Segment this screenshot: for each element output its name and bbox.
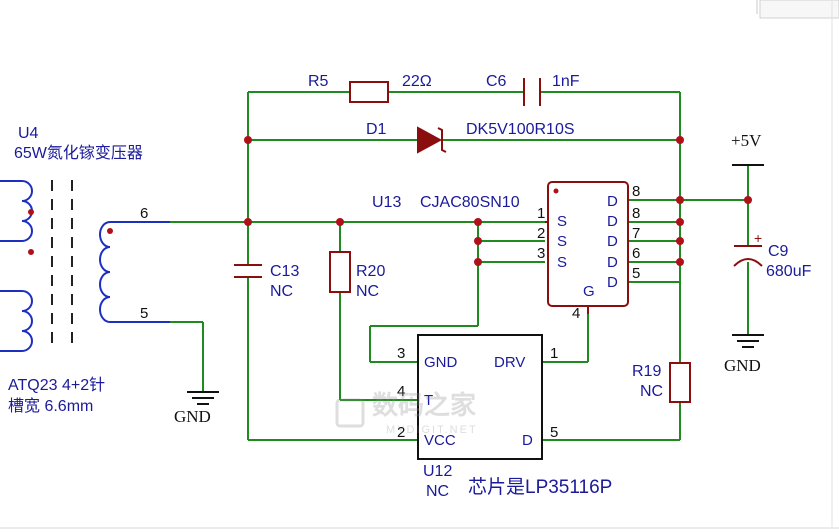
u12-pin-gnd-name: GND [424, 354, 458, 371]
u13-pin-8b-name: D [607, 213, 618, 230]
watermark: 数码之家 MYDIGIT.NET [335, 390, 478, 436]
u13-pin-8a-num: 8 [632, 183, 640, 200]
u13-pin-1-name: S [557, 213, 567, 230]
u12-pin-4-num: 4 [397, 383, 405, 400]
u13-gate-name: G [583, 283, 595, 300]
controller-u12: GND 3 T 4 VCC 2 DRV 1 D 5 U12 NC [397, 334, 558, 500]
u13-pin-6-name: D [607, 254, 618, 271]
c13-value: NC [270, 283, 293, 300]
mosfet-u13: U13 CJAC80SN10 1 S 2 S 3 S D 8 D 8 D 7 D… [372, 181, 640, 322]
u12-pin-drv-name: DRV [494, 354, 525, 371]
transformer-u4: U4 65W氮化镓变压器 ATQ23 4+2针 槽宽 6.6mm 6 5 [0, 125, 170, 415]
u4-package: ATQ23 4+2针 [8, 376, 105, 394]
capacitor-c13: C13 NC [234, 263, 299, 300]
resistor-r19: R19 NC [632, 362, 691, 403]
u13-pin-6-num: 6 [632, 245, 640, 262]
transformer-secondary-winding [99, 221, 170, 323]
supply-5v: +5V [731, 131, 764, 166]
resistor-r20: R20 NC [329, 251, 385, 300]
d1-value: DK5V100R10S [466, 121, 575, 138]
capacitor-c6: C6 1nF [486, 73, 580, 106]
r5-ref: R5 [308, 73, 329, 90]
u13-pin-8b-num: 8 [632, 205, 640, 222]
u12-pin-1-num: 1 [550, 345, 558, 362]
u4-pin-5: 5 [140, 305, 148, 322]
diode-d1: D1 DK5V100R10S [366, 121, 575, 154]
u4-slot-width: 槽宽 6.6mm [8, 397, 93, 415]
chip-note: 芯片是LP35116P [468, 476, 612, 498]
u13-pin-7-num: 7 [632, 225, 640, 242]
u13-pin-2-num: 2 [537, 225, 545, 242]
u12-pin-t-name: T [424, 392, 433, 409]
u13-pin-1-num: 1 [537, 205, 545, 222]
c6-value: 1nF [552, 73, 580, 90]
u12-value: NC [426, 483, 449, 500]
c9-value: 680uF [766, 263, 812, 280]
gnd-label-left: GND [174, 407, 211, 426]
capacitor-c9: + C9 680uF [733, 230, 812, 280]
c9-polarity: + [754, 230, 762, 246]
u13-pin-3-name: S [557, 254, 567, 271]
u4-ref: U4 [18, 125, 39, 142]
u12-pin-5-num: 5 [550, 424, 558, 441]
watermark-en: MYDIGIT.NET [386, 424, 478, 436]
transformer-primary-winding [0, 180, 34, 352]
r19-value: NC [640, 383, 663, 400]
u13-ref: U13 [372, 194, 401, 211]
ground-left: GND [174, 391, 219, 426]
supply-label: +5V [731, 131, 762, 150]
d1-ref: D1 [366, 121, 387, 138]
u13-gate-num: 4 [572, 305, 580, 322]
u4-desc: 65W氮化镓变压器 [14, 144, 143, 162]
r5-value: 22Ω [402, 73, 432, 90]
u13-pin-8a-name: D [607, 193, 618, 210]
u12-pin-2-num: 2 [397, 424, 405, 441]
u13-pin-5-num: 5 [632, 265, 640, 282]
c6-ref: C6 [486, 73, 507, 90]
c9-ref: C9 [768, 243, 789, 260]
u13-part: CJAC80SN10 [420, 194, 520, 211]
c13-ref: C13 [270, 263, 299, 280]
u12-ref: U12 [423, 463, 452, 480]
junctions [244, 136, 752, 266]
ground-right: GND [724, 334, 764, 375]
r19-ref: R19 [632, 363, 661, 380]
u12-pin-3-num: 3 [397, 345, 405, 362]
u13-pin-2-name: S [557, 233, 567, 250]
r20-value: NC [356, 283, 379, 300]
resistor-r5: R5 22Ω [308, 73, 432, 103]
u4-pin-6: 6 [140, 205, 148, 222]
u13-pin-5-name: D [607, 274, 618, 291]
u13-pin-3-num: 3 [537, 245, 545, 262]
r20-ref: R20 [356, 263, 385, 280]
watermark-cn: 数码之家 [372, 390, 476, 420]
u13-pin-7-name: D [607, 233, 618, 250]
gnd-label-right: GND [724, 356, 761, 375]
u12-pin-vcc-name: VCC [424, 432, 456, 449]
u12-pin-d-name: D [522, 432, 533, 449]
